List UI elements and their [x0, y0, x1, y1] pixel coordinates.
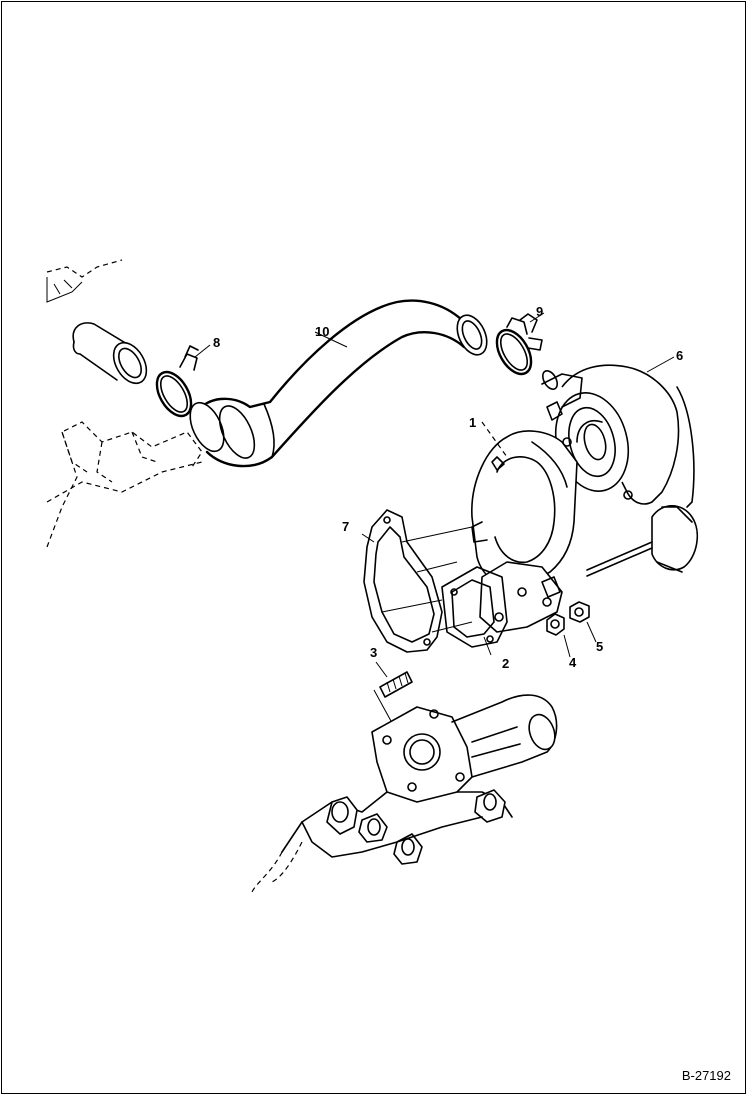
engine-block-outline — [46, 259, 203, 548]
turbocharger-1 — [471, 364, 699, 633]
figure-reference-number: B-27192 — [681, 1068, 731, 1083]
hose-clamp-9 — [495, 313, 543, 376]
leader-lines — [194, 312, 675, 678]
callouts: 1 2 3 4 5 6 7 8 9 10 — [213, 304, 683, 671]
exhaust-manifold — [251, 694, 558, 893]
intake-hose-10 — [189, 299, 488, 468]
callout-10: 10 — [315, 324, 329, 339]
gasket-2 — [441, 566, 508, 648]
callout-7: 7 — [342, 519, 349, 534]
callout-5: 5 — [596, 639, 603, 654]
callout-9: 9 — [536, 304, 543, 319]
callout-2: 2 — [502, 656, 509, 671]
nut-4 — [546, 613, 565, 636]
callout-3: 3 — [370, 645, 377, 660]
callout-1: 1 — [469, 415, 476, 430]
nut-5 — [569, 601, 590, 623]
gasket-7 — [361, 509, 473, 653]
callout-8: 8 — [213, 335, 220, 350]
callout-4: 4 — [569, 655, 577, 670]
hose-clamp-8 — [155, 345, 199, 418]
intake-tube — [72, 322, 148, 385]
callout-6: 6 — [676, 348, 683, 363]
